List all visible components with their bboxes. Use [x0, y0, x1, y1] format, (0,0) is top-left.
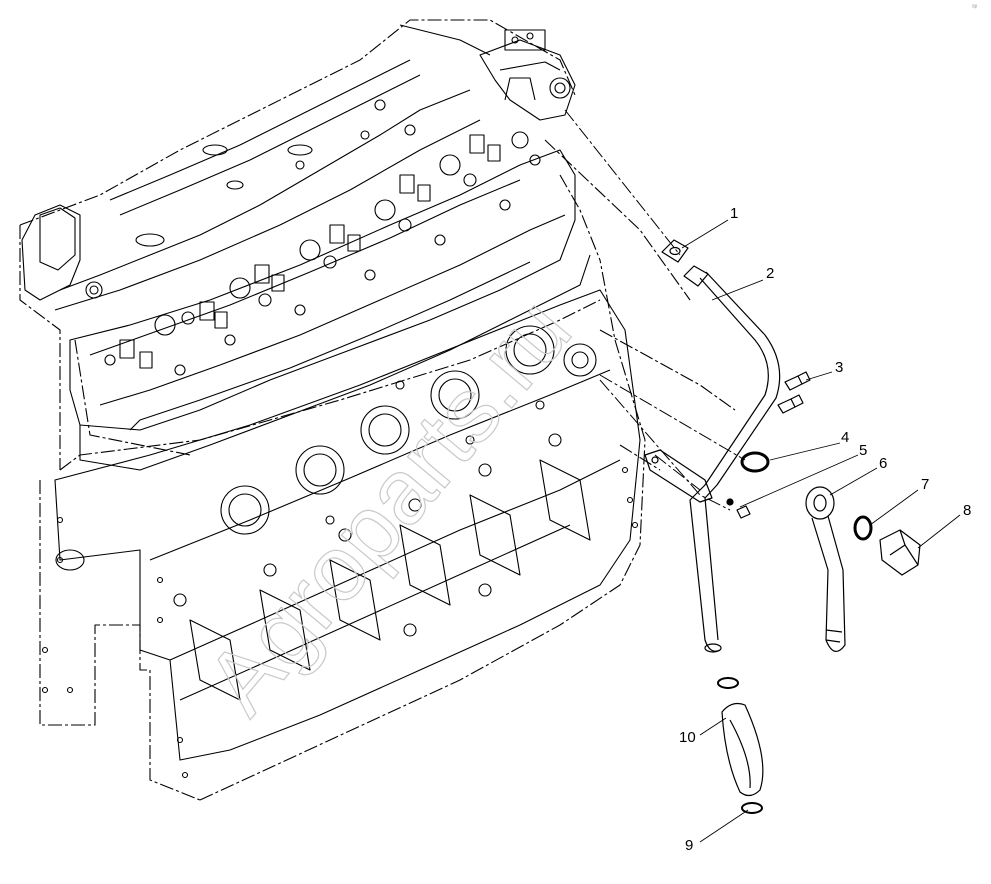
part-2-oil-pipe — [644, 265, 781, 653]
part-4-o-ring — [740, 451, 770, 473]
engine-block — [19, 19, 736, 801]
part-7-o-ring — [853, 515, 873, 541]
callout-10: 10 — [679, 729, 696, 746]
phantom-leaders — [564, 109, 746, 511]
part-1-gasket — [661, 239, 689, 263]
part-6-banjo-hose — [805, 486, 846, 652]
part-9-clamp — [741, 802, 763, 814]
callout-numbers: 1 2 3 4 5 6 7 8 9 10 — [679, 205, 971, 854]
callout-8: 8 — [963, 502, 971, 519]
callout-1: 1 — [730, 205, 738, 222]
callout-3: 3 — [835, 359, 843, 376]
callout-4: 4 — [841, 429, 849, 446]
callout-7: 7 — [921, 476, 929, 493]
callout-2: 2 — [766, 265, 774, 282]
corner-mark: ᵃᵖ — [972, 4, 978, 11]
watermark: Agroparts.ru — [187, 279, 591, 732]
callout-9: 9 — [685, 837, 693, 854]
callout-6: 6 — [879, 455, 887, 472]
callout-5: 5 — [859, 442, 867, 459]
part-5-washer — [726, 498, 734, 506]
part-8-plug — [879, 529, 921, 576]
part-10-hose — [717, 677, 764, 797]
part-5-screw — [736, 505, 751, 519]
part-3-bolts — [777, 371, 811, 414]
callout-leaders — [681, 219, 961, 843]
